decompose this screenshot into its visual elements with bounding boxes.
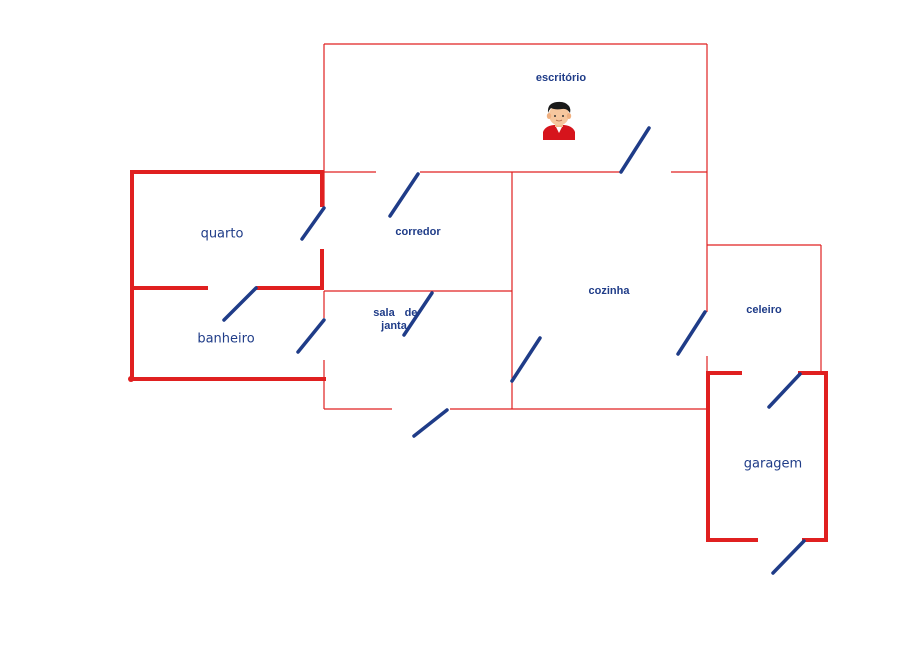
thick-walls xyxy=(130,170,828,542)
door xyxy=(412,408,449,438)
door xyxy=(676,310,707,356)
room-label-garagem: garagem xyxy=(743,456,803,472)
door xyxy=(300,206,326,241)
room-label-escritorio: escritório xyxy=(535,72,587,84)
door xyxy=(510,336,542,383)
door xyxy=(619,126,651,174)
room-label-sala-line2: de xyxy=(404,307,418,319)
door xyxy=(402,291,434,337)
wall-joint xyxy=(128,376,134,382)
door xyxy=(296,318,326,354)
door xyxy=(771,539,806,575)
room-label-celeiro: celeiro xyxy=(746,304,782,316)
room-label-sala-line3: janta xyxy=(381,320,407,332)
room-label-quarto: quarto xyxy=(200,226,244,242)
door xyxy=(388,172,420,218)
door xyxy=(222,286,258,322)
person-icon xyxy=(543,101,575,140)
room-label-cozinha: cozinha xyxy=(588,285,630,297)
room-label-sala-line1: sala xyxy=(373,307,395,319)
door xyxy=(767,372,802,409)
room-label-corredor: corredor xyxy=(395,226,441,238)
doors xyxy=(222,126,806,575)
room-label-banheiro: banheiro xyxy=(197,331,255,347)
